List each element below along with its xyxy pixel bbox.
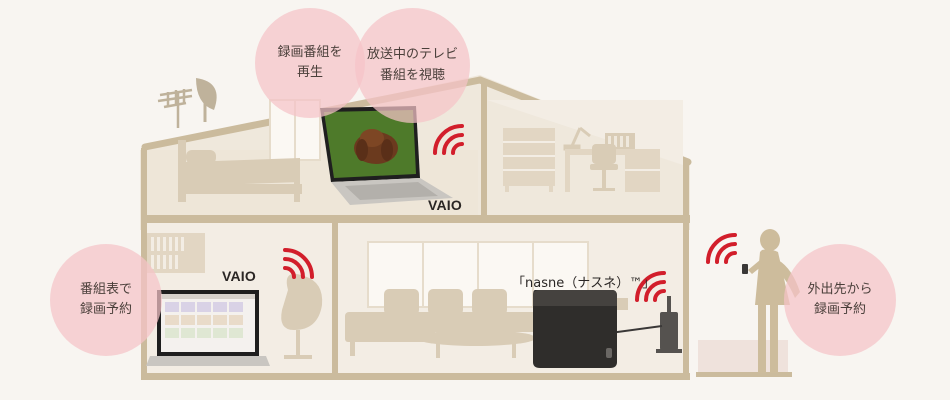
- watch-broadcast-line2: 番組を視聴: [379, 67, 445, 83]
- network-cable: [609, 325, 663, 334]
- chest-of-drawers-icon: [503, 128, 555, 192]
- play-recorded-line2: 再生: [296, 65, 323, 80]
- wifi-signal-nasne-icon: [635, 271, 666, 302]
- wifi-signal-mobile-icon: [706, 233, 737, 264]
- watch-broadcast-bubble: 放送中のテレビ 番組を視聴: [355, 8, 470, 123]
- vaio-lower-label: VAIO: [222, 268, 256, 284]
- play-recorded-bubble: 録画番組を 再生: [255, 8, 365, 118]
- satellite-dish-icon: [196, 78, 217, 122]
- nasne-device-icon: [533, 290, 617, 368]
- router-icon: [656, 296, 682, 353]
- play-recorded-line1: 録画番組を: [277, 44, 343, 60]
- egg-chair-icon: [281, 273, 323, 359]
- program-guide-line2: 録画予約: [79, 302, 132, 317]
- bed-icon: [178, 140, 302, 202]
- chair-icon: [590, 144, 618, 191]
- remote-reserve-line2: 録画予約: [813, 302, 866, 317]
- vaio-laptop-lower-icon: [146, 290, 270, 366]
- remote-reserve-bubble: 外出先から 録画予約: [784, 244, 896, 356]
- vaio-upper-label: VAIO: [428, 197, 462, 213]
- wifi-signal-lower-vaio-icon: [283, 248, 314, 279]
- vaio-laptop-upper-icon: [320, 106, 453, 205]
- sofa-icon: [345, 289, 545, 356]
- program-guide-line1: 番組表で: [79, 281, 132, 297]
- coffee-table-icon: [416, 330, 536, 358]
- bookshelf-lower-icon: [147, 233, 205, 273]
- nasne-label: 「nasne（ナスネ）™」: [512, 276, 656, 291]
- remote-reserve-line1: 外出先から: [807, 281, 873, 297]
- wifi-signal-upper-icon: [433, 124, 464, 155]
- tv-antenna-icon: [157, 88, 193, 128]
- program-guide-bubble: 番組表で 録画予約: [50, 244, 162, 356]
- watch-broadcast-line1: 放送中のテレビ: [366, 47, 458, 63]
